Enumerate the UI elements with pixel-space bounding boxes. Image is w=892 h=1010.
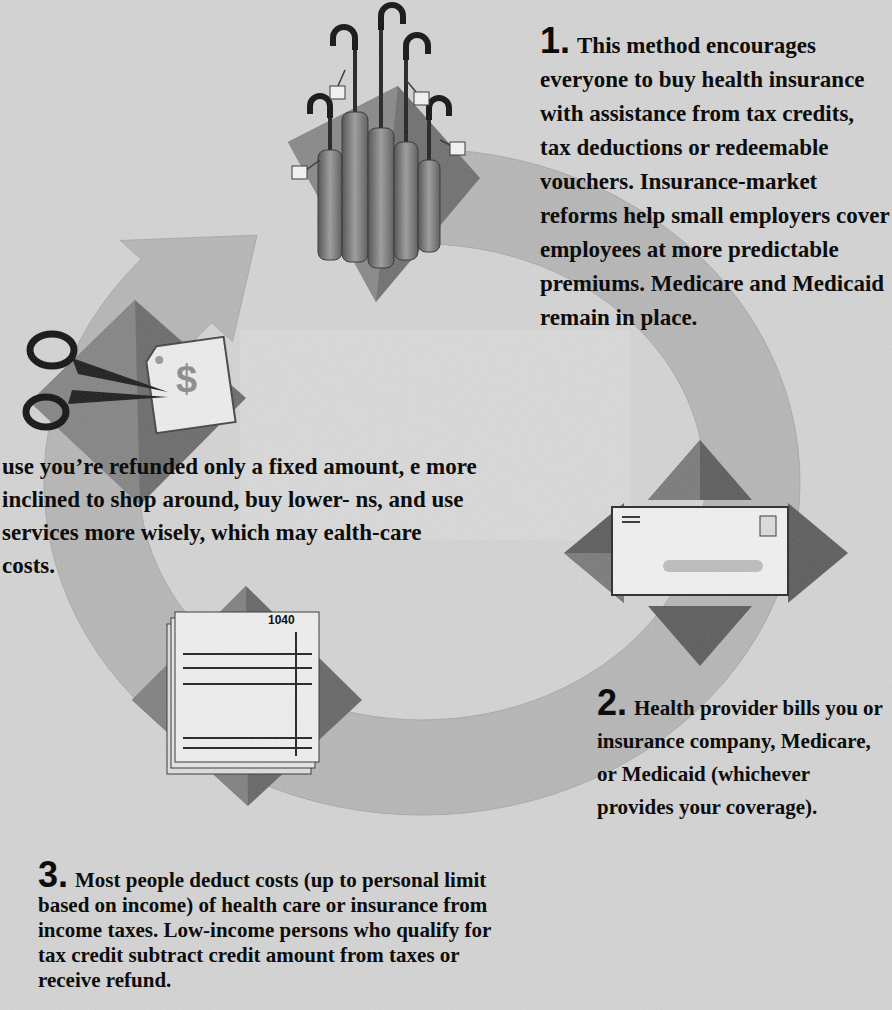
form-number: 1040 [268, 614, 295, 626]
step-block: 1.This method encourages everyone to buy… [540, 24, 890, 335]
currency-symbol: $ [176, 360, 197, 398]
step-number: 1. [540, 20, 570, 61]
step-number: 2. [597, 682, 627, 723]
step-text: use you’re refunded only a fixed amount,… [2, 454, 477, 578]
step-text: This method encourages everyone to buy h… [540, 33, 889, 330]
step-text: Health provider bills you or insurance c… [597, 696, 883, 819]
step-number: 3. [38, 854, 68, 895]
step-block: 2.Health provider bills you or insurance… [597, 686, 889, 824]
step-block: use you’re refunded only a fixed amount,… [2, 450, 477, 582]
step-block: 3.Most people deduct costs (up to person… [38, 862, 498, 993]
step-text: Most people deduct costs (up to personal… [38, 868, 491, 992]
